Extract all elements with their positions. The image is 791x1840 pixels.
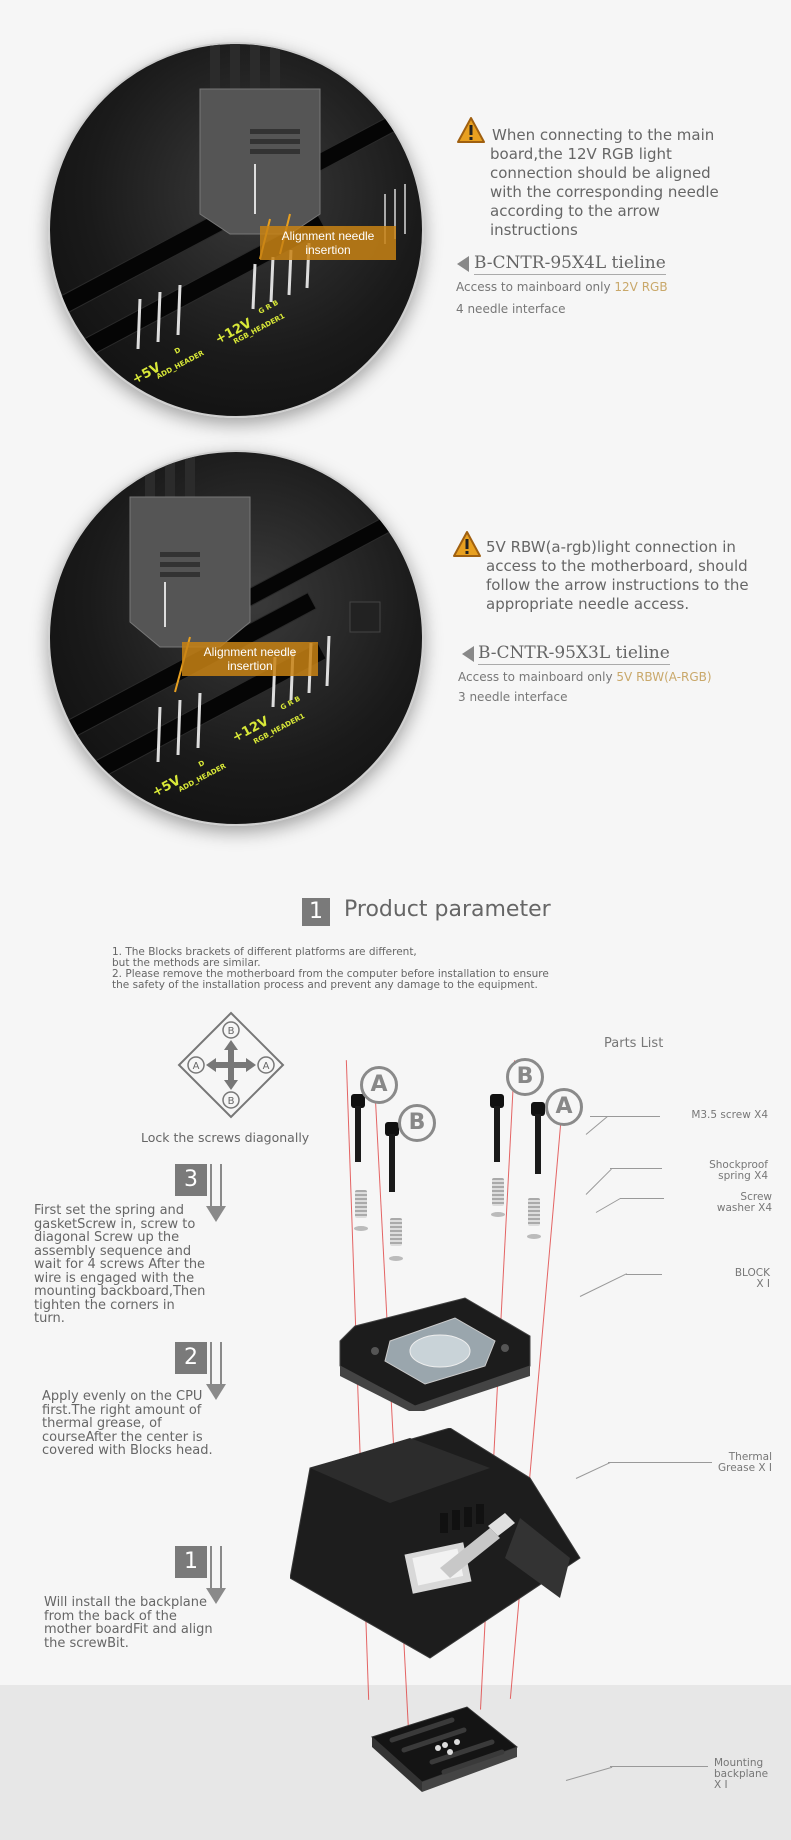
washer [491, 1212, 505, 1217]
lock-label: Lock the screws diagonally [141, 1130, 310, 1145]
warning-text-12v: When connecting to the main board,the 12… [490, 126, 719, 239]
diagram-letter-a-right: A [263, 1061, 270, 1072]
warning-icon [453, 531, 481, 557]
step-number-3: 3 [175, 1164, 207, 1196]
screw-shaft [494, 1106, 500, 1162]
mounting-backplate [371, 1706, 519, 1792]
pointer-triangle-icon [457, 256, 469, 272]
diagram-letter-a-left: A [193, 1061, 200, 1072]
page-title: Product parameter [344, 897, 551, 922]
label-5v-pin-b: D [197, 759, 206, 769]
spring [492, 1178, 504, 1206]
leader-line [585, 1168, 612, 1195]
washer [527, 1234, 541, 1239]
diagonal-lock-diagram: B B A A [177, 1011, 285, 1119]
water-block [339, 1297, 531, 1411]
step-arrow [210, 1164, 222, 1206]
note-1b: but the methods are similar. [112, 957, 261, 969]
step-arrow-head [206, 1206, 226, 1222]
leader-line [585, 1116, 608, 1135]
step-number-2: 2 [175, 1342, 207, 1374]
note-1: 1. The Blocks brackets of different plat… [112, 946, 417, 958]
spring [390, 1218, 402, 1246]
leader-line [608, 1462, 712, 1463]
motherboard [290, 1428, 581, 1659]
screw [531, 1102, 545, 1116]
connector-photo-5v: +12V G R B RGB_HEADER1 +5V D ADD_HEADER [48, 450, 424, 826]
warning-text-5v: 5V RBW(a-rgb)light connection in access … [486, 538, 749, 613]
leader-line [610, 1766, 708, 1767]
step-2-text: Apply evenly on the CPU first.The right … [42, 1389, 213, 1458]
access-highlight: 12V RGB [614, 280, 668, 294]
screw-shaft [535, 1114, 541, 1174]
model-name-95x3l: B-CNTR-95X3L tieline [478, 643, 670, 665]
leader-line [595, 1198, 621, 1213]
screw [490, 1094, 504, 1108]
leader-line [626, 1274, 662, 1275]
screw-shaft [355, 1106, 361, 1162]
step-number-1: 1 [175, 1546, 207, 1578]
access-prefix: Access to mainboard only [456, 280, 615, 294]
access-info-12v: Access to mainboard only 12V RGB [456, 280, 668, 294]
step-arrow-head [206, 1588, 226, 1604]
letter-b-circle: B [398, 1104, 436, 1142]
leader-line [610, 1168, 662, 1169]
diagram-letter-b-bottom: B [228, 1096, 235, 1107]
label-12v-pins: G R B [257, 299, 280, 316]
alignment-tag-5v: Alignment needle insertion [182, 642, 318, 676]
step-arrow [210, 1342, 222, 1384]
note-2: 2. Please remove the motherboard from th… [112, 968, 549, 980]
interface-info-5v: 3 needle interface [458, 690, 568, 704]
spring [528, 1198, 540, 1226]
access-info-5v: Access to mainboard only 5V RBW(A-RGB) [458, 670, 712, 684]
washer [389, 1256, 403, 1261]
diagram-letter-b-top: B [228, 1026, 235, 1037]
leader-line [579, 1273, 627, 1297]
step-3-text: First set the spring and gasketScrew in,… [34, 1203, 206, 1326]
screw [351, 1094, 365, 1108]
warning-icon [457, 117, 485, 143]
screw-shaft [389, 1134, 395, 1192]
access-highlight: 5V RBW(A-RGB) [616, 670, 712, 684]
motherboard-12v-illustration: +12V G R B RGB_HEADER1 +5V D ADD_HEADER [50, 44, 422, 388]
letter-b-circle: B [506, 1058, 544, 1096]
notes: 1. The Blocks brackets of different plat… [112, 947, 549, 991]
note-2b: the safety of the installation process a… [112, 979, 538, 991]
letter-a-circle: A [545, 1088, 583, 1126]
alignment-tag-12v: Alignment needle insertion [260, 226, 396, 260]
screw [385, 1122, 399, 1136]
step-arrow [210, 1546, 222, 1588]
leader-line [590, 1116, 660, 1117]
model-name-95x4l: B-CNTR-95X4L tieline [474, 253, 666, 275]
spring [355, 1190, 367, 1218]
washer [354, 1226, 368, 1231]
interface-info-12v: 4 needle interface [456, 302, 566, 316]
part-label-screw: M3.5 screw X4 [691, 1109, 768, 1121]
access-prefix: Access to mainboard only [458, 670, 617, 684]
parts-list-title: Parts List [604, 1036, 664, 1051]
pointer-triangle-icon [462, 646, 474, 662]
step-1-text: Will install the backplane from the back… [44, 1595, 213, 1651]
label-5v-pin: D [173, 346, 182, 356]
leader-line [620, 1198, 664, 1199]
letter-a-circle: A [360, 1066, 398, 1104]
step-arrow-head [206, 1384, 226, 1400]
section-number-box: 1 [302, 898, 330, 926]
motherboard-5v-illustration: +12V G R B RGB_HEADER1 +5V D ADD_HEADER [50, 452, 422, 801]
